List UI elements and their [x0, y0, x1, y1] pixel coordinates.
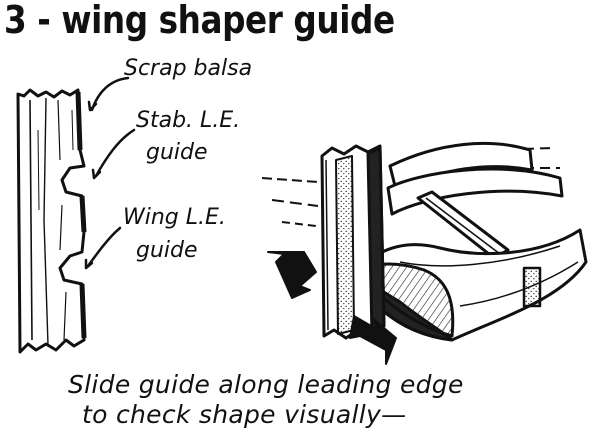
arrow-right-icon [349, 315, 397, 365]
page-title: 3 - wing shaper guide [4, 0, 395, 42]
scrap-balsa-strip [16, 88, 87, 354]
caption-line-2: to check shape visually— [82, 400, 407, 429]
wing-assembly [261, 141, 588, 342]
motion-arrows [267, 251, 397, 365]
label-stab-le-guide: guide [146, 140, 208, 165]
label-wing-le: Wing L.E. [123, 205, 226, 230]
leader-lines [84, 76, 136, 270]
caption-line-1: Slide guide along leading edge [68, 370, 464, 399]
label-stab-le: Stab. L.E. [136, 108, 241, 133]
label-wing-le-guide: guide [136, 238, 198, 263]
arrow-left-icon [267, 251, 317, 299]
guide-in-use [320, 144, 386, 340]
label-scrap-balsa: Scrap balsa [124, 56, 253, 81]
